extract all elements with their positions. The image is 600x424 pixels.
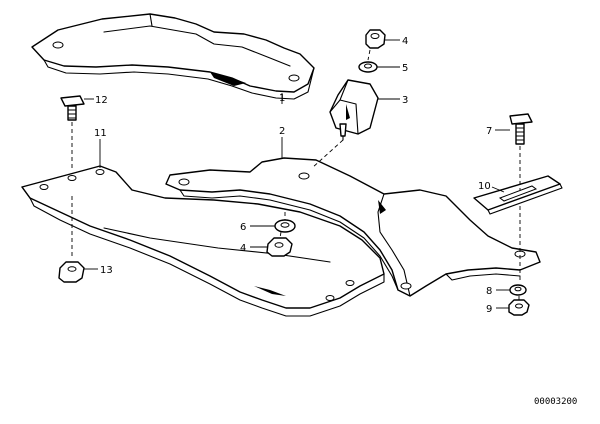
callout-6: 6: [240, 222, 246, 233]
callout-5: 5: [402, 63, 408, 74]
callout-7: 7: [486, 126, 492, 137]
callout-12: 12: [95, 95, 108, 106]
callout-11: 11: [94, 128, 107, 139]
callout-4-center: 4: [240, 243, 246, 254]
center-nut-part: [266, 237, 293, 257]
plate-hole-4: [345, 280, 355, 286]
callout-9: 9: [486, 304, 492, 315]
callout-2: 2: [279, 126, 285, 137]
axis-mount-top: [367, 49, 371, 61]
right-washer-part: [509, 284, 527, 296]
plate-hole-2: [67, 175, 77, 181]
upper-bracket-part: [31, 13, 315, 100]
callout-1: 1: [279, 93, 285, 104]
callout-8: 8: [486, 286, 492, 297]
support-hole-lower: [400, 282, 412, 290]
callout-4-top: 4: [402, 36, 408, 47]
left-bolt-part: [60, 95, 85, 121]
callout-3: 3: [402, 95, 408, 106]
axis-center: [279, 212, 286, 239]
right-nut-part: [508, 299, 530, 316]
leader-lines: [84, 39, 510, 309]
left-nut-part: [58, 261, 85, 283]
plate-hole-3: [95, 169, 105, 175]
top-nut-part: [365, 29, 386, 49]
support-hole-left: [178, 178, 190, 186]
crossmember-plate-part: [21, 165, 385, 317]
center-washer-part: [274, 219, 296, 233]
plate-hole-1: [39, 184, 49, 190]
support-hole-center: [298, 172, 310, 180]
callout-10: 10: [478, 181, 491, 192]
bracket-hole-right: [288, 74, 300, 82]
bracket-hole-left: [52, 41, 64, 49]
assembly-axes: [71, 49, 521, 300]
plate-hole-5: [325, 295, 335, 301]
document-number: 00003200: [534, 397, 577, 407]
top-washer-part: [358, 61, 378, 73]
strap-plate-part: [473, 175, 563, 215]
right-bolt-part: [509, 113, 533, 145]
rubber-mount-part: [329, 79, 379, 141]
callout-13: 13: [100, 265, 113, 276]
axis-mount: [311, 139, 344, 169]
